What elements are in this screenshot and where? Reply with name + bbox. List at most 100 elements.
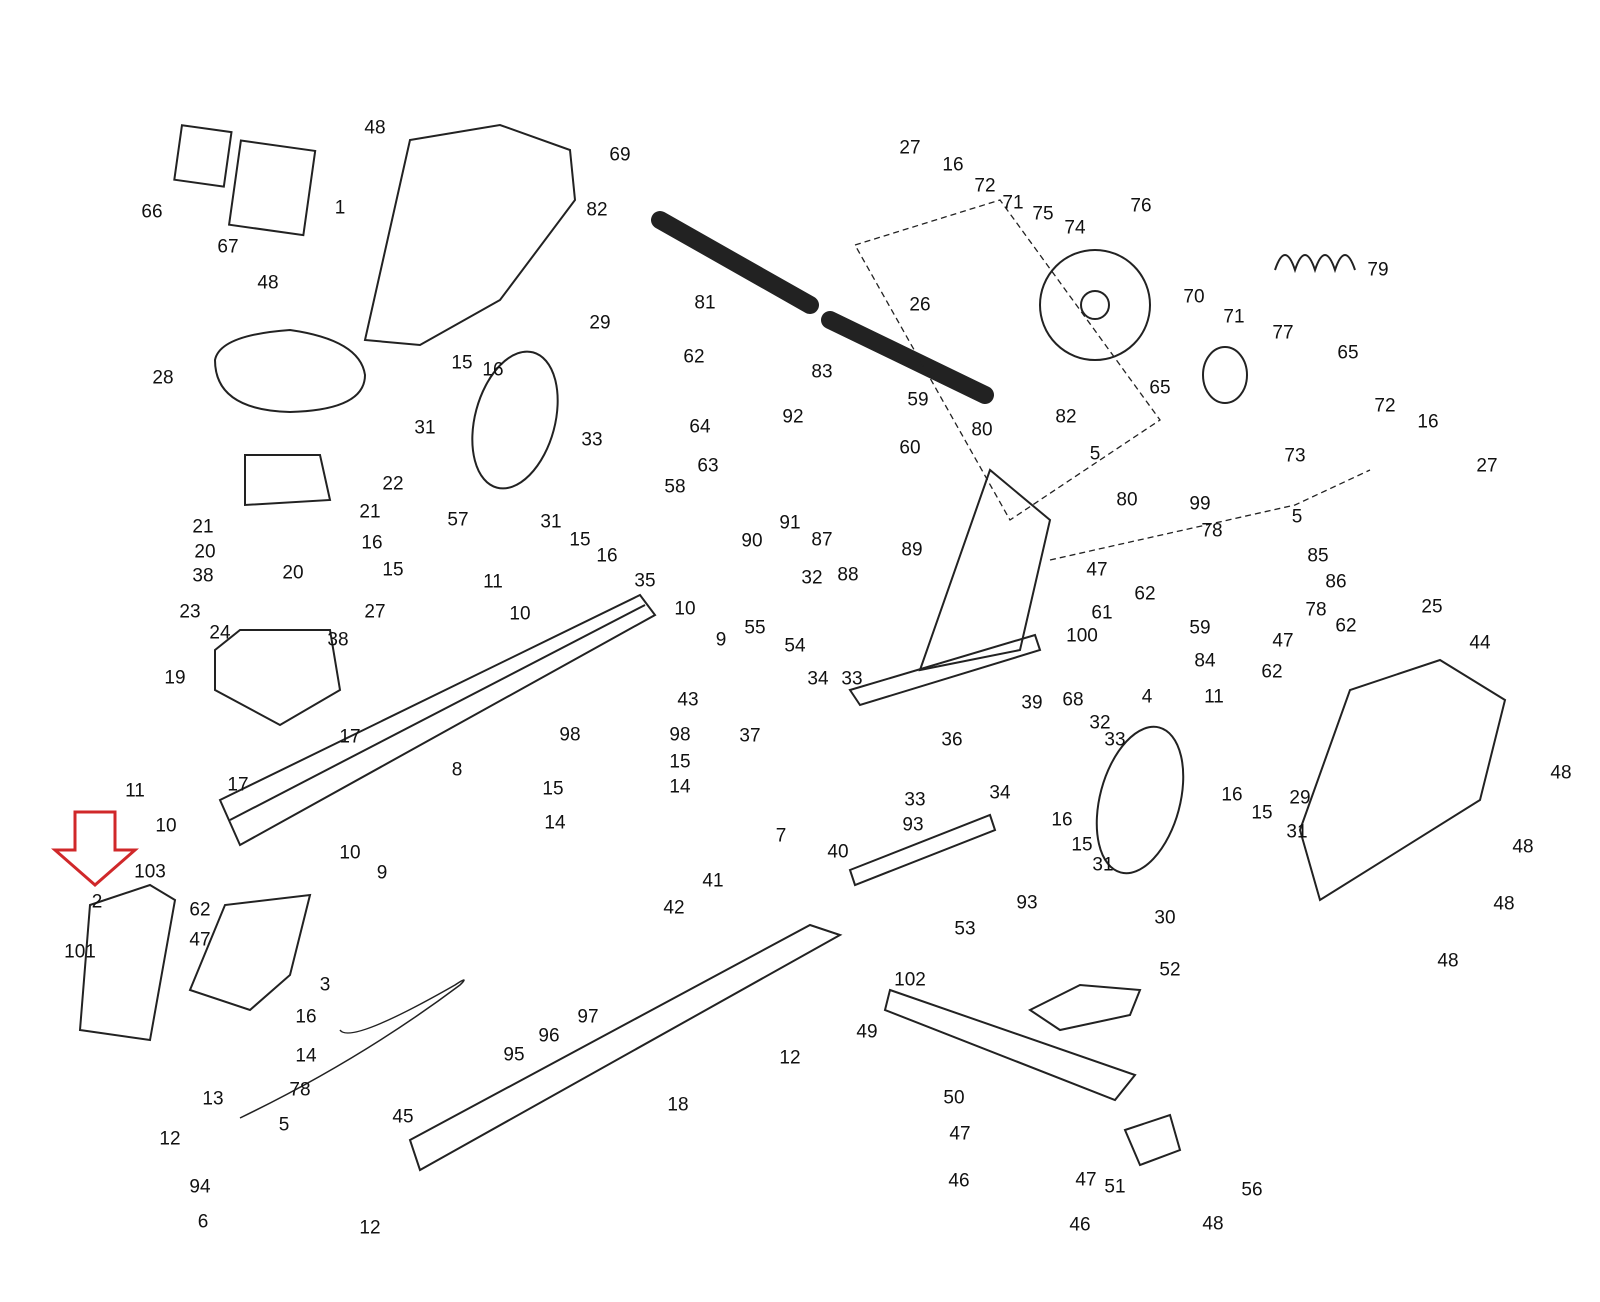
part-number-label: 33 <box>841 668 863 690</box>
part-number-label: 22 <box>382 473 404 495</box>
part-number-label: 14 <box>544 812 566 834</box>
pedal-right <box>1095 725 1185 875</box>
part-number-label: 72 <box>974 175 996 197</box>
part-number-label: 38 <box>192 565 214 587</box>
part-number-label: 83 <box>811 361 833 383</box>
part-number-label: 16 <box>596 545 618 567</box>
part-number-label: 16 <box>1221 784 1243 806</box>
part-number-label: 24 <box>209 622 231 644</box>
part-number-label: 48 <box>257 272 279 294</box>
part-number-label: 26 <box>909 294 931 316</box>
part-number-label: 31 <box>540 511 562 533</box>
part-number-label: 48 <box>1550 762 1572 784</box>
seat-tray <box>214 629 342 727</box>
shroud-44 <box>1298 658 1507 902</box>
part-number-label: 27 <box>1476 455 1498 477</box>
part-number-label: 32 <box>1089 712 1111 734</box>
part-number-label: 63 <box>697 455 719 477</box>
part-number-label: 47 <box>189 929 211 951</box>
part-number-label: 78 <box>1305 599 1327 621</box>
console-housing <box>363 123 577 347</box>
rear-stabilizer <box>883 988 1137 1102</box>
part-number-label: 17 <box>227 774 249 796</box>
part-number-label: 50 <box>943 1087 965 1109</box>
part-number-label: 5 <box>1089 443 1101 465</box>
end-cap-56 <box>1123 1113 1182 1167</box>
part-number-label: 48 <box>1493 893 1515 915</box>
stabilizer-cover <box>1028 983 1142 1032</box>
part-number-label: 88 <box>837 564 859 586</box>
part-number-label: 57 <box>447 509 469 531</box>
part-number-label: 62 <box>1134 583 1156 605</box>
part-number-label: 52 <box>1159 959 1181 981</box>
part-number-label: 81 <box>694 292 716 314</box>
part-number-label: 33 <box>1104 729 1126 751</box>
part-number-label: 16 <box>482 359 504 381</box>
part-number-label: 84 <box>1194 650 1216 672</box>
part-number-label: 16 <box>942 154 964 176</box>
crossbar-53 <box>848 813 997 887</box>
part-number-label: 19 <box>164 667 186 689</box>
part-number-label: 28 <box>152 367 174 389</box>
part-number-label: 14 <box>295 1045 317 1067</box>
part-number-label: 12 <box>159 1128 181 1150</box>
spring-79 <box>1274 254 1356 274</box>
part-number-label: 48 <box>1512 836 1534 858</box>
part-number-label: 38 <box>327 629 349 651</box>
part-number-label: 80 <box>1116 489 1138 511</box>
part-number-label: 62 <box>189 899 211 921</box>
part-number-label: 15 <box>669 751 691 773</box>
part-number-label: 33 <box>581 429 603 451</box>
part-number-label: 101 <box>64 941 96 963</box>
part-number-label: 67 <box>217 236 239 258</box>
part-number-label: 15 <box>451 352 473 374</box>
part-number-label: 75 <box>1032 203 1054 225</box>
part-number-label: 82 <box>1055 406 1077 428</box>
part-number-label: 79 <box>1367 259 1389 281</box>
front-base <box>188 893 312 1012</box>
part-number-label: 29 <box>589 312 611 334</box>
part-number-label: 41 <box>702 870 724 892</box>
part-number-label: 18 <box>667 1094 689 1116</box>
part-number-label: 27 <box>364 601 386 623</box>
part-number-label: 70 <box>1183 286 1205 308</box>
part-number-label: 86 <box>1325 571 1347 593</box>
part-number-label: 30 <box>1154 907 1176 929</box>
part-number-label: 65 <box>1149 377 1171 399</box>
part-number-label: 35 <box>634 570 656 592</box>
part-number-label: 47 <box>1075 1169 1097 1191</box>
part-number-label: 65 <box>1337 342 1359 364</box>
base-channel <box>408 923 843 1172</box>
part-number-label: 5 <box>1291 506 1303 528</box>
roller-81 <box>651 211 819 314</box>
part-number-label: 69 <box>609 144 631 166</box>
part-number-label: 33 <box>904 789 926 811</box>
part-number-label: 42 <box>663 897 685 919</box>
part-number-label: 8 <box>451 759 463 781</box>
part-number-label: 82 <box>586 199 608 221</box>
part-number-label: 40 <box>827 841 849 863</box>
part-number-label: 68 <box>1062 689 1084 711</box>
part-number-label: 21 <box>359 501 381 523</box>
part-number-label: 56 <box>1241 1179 1263 1201</box>
highlight-arrow-icon <box>51 810 139 887</box>
console-display <box>173 124 233 188</box>
part-number-label: 64 <box>689 416 711 438</box>
part-number-label: 62 <box>683 346 705 368</box>
part-number-label: 71 <box>1002 192 1024 214</box>
part-number-label: 90 <box>741 530 763 552</box>
main-frame <box>848 633 1042 707</box>
part-number-label: 15 <box>542 778 564 800</box>
part-number-label: 9 <box>376 862 388 884</box>
part-number-label: 31 <box>414 417 436 439</box>
part-number-label: 61 <box>1091 602 1113 624</box>
part-number-label: 71 <box>1223 306 1245 328</box>
part-number-label: 62 <box>1261 661 1283 683</box>
part-number-label: 20 <box>194 541 216 563</box>
part-number-label: 47 <box>949 1123 971 1145</box>
part-number-label: 15 <box>569 529 591 551</box>
part-number-label: 95 <box>503 1044 525 1066</box>
part-number-label: 62 <box>1335 615 1357 637</box>
